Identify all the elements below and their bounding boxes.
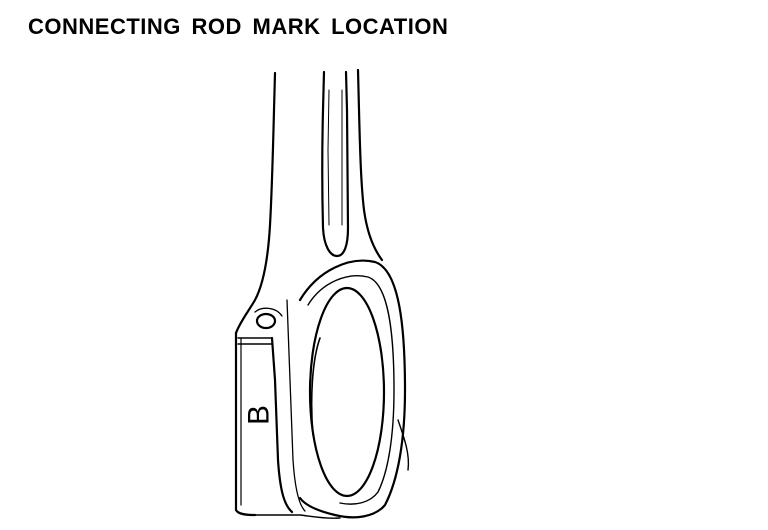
crankpin-bore bbox=[308, 286, 386, 498]
cap-bottom-edge bbox=[254, 514, 341, 519]
beam-channel-inner bbox=[327, 89, 343, 226]
bore-shadow-edge bbox=[310, 337, 321, 436]
figure-title: CONNECTING ROD MARK LOCATION bbox=[28, 14, 449, 39]
cap-split-line bbox=[237, 337, 273, 345]
cap-side-wall bbox=[270, 336, 294, 514]
bolt-boss bbox=[254, 307, 283, 317]
big-end-chamfer bbox=[307, 275, 395, 505]
cap-side-wall-right bbox=[286, 299, 306, 512]
cap-right-flare bbox=[397, 419, 410, 471]
rod-mark-letter: B bbox=[243, 405, 276, 425]
beam-channel bbox=[321, 70, 350, 258]
big-end-outer-ring bbox=[298, 259, 407, 519]
cap-left-face bbox=[234, 331, 257, 517]
rod-beam-left-edge bbox=[234, 71, 277, 335]
bolt-hole bbox=[255, 312, 277, 330]
rod-beam-right-edge bbox=[356, 68, 384, 262]
